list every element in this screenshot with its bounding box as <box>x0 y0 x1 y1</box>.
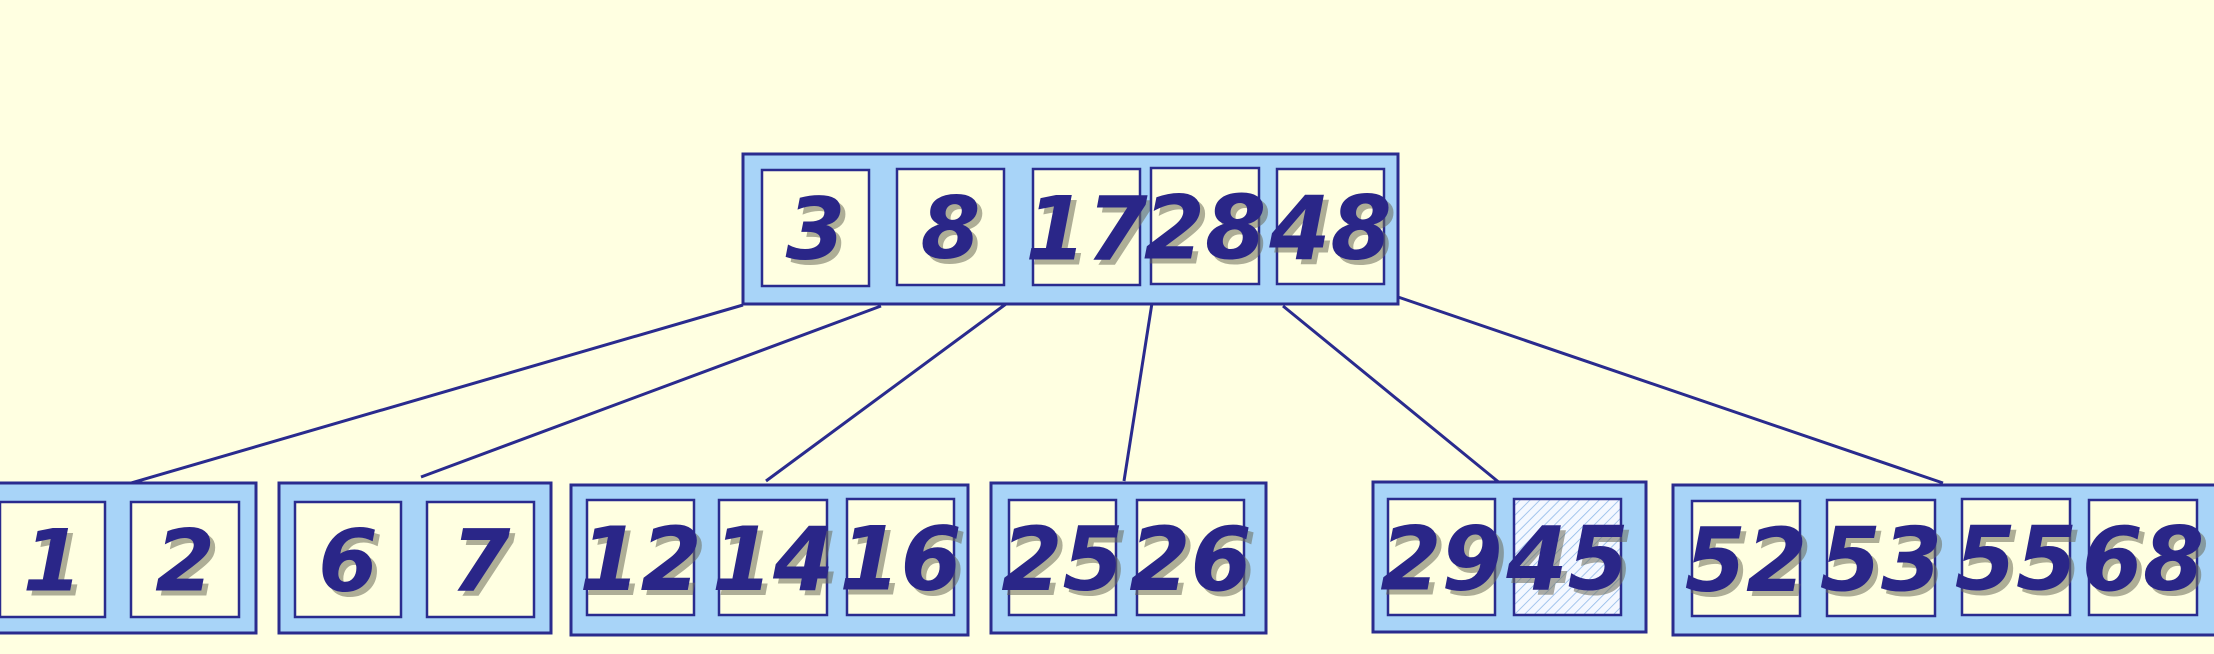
leaf-node-5-key-shadow-2: 45 <box>1510 513 1633 616</box>
leaf-node-6-key-box-4 <box>2087 498 2199 617</box>
leaf-node-5-key-shadow-1: 29 <box>1385 513 1507 616</box>
edge-root-to-leaf-5 <box>1282 304 1502 486</box>
edge-root-to-leaf-3 <box>765 299 1011 483</box>
root-node-key-4: 28 <box>1144 177 1266 280</box>
leaf-node-2-key-1: 6 <box>318 512 378 612</box>
root-node-key-2: 8 <box>921 179 981 279</box>
leaf-node-6-key-box-1 <box>1690 499 1802 618</box>
leaf-node-4-key-1: 25 <box>1001 508 1123 611</box>
leaf-node-6-key-3: 55 <box>1955 508 2077 611</box>
leaf-node-6-key-shadow-3: 55 <box>1960 513 2082 616</box>
leaf-node-6-key-4: 68 <box>2082 508 2204 611</box>
leaf-node-6-key-2: 53 <box>1820 509 1942 612</box>
leaf-node-5-key-1: 29 <box>1380 508 1502 611</box>
root-node-key-box-2 <box>895 167 1006 287</box>
leaf-node-2-key-shadow-1: 6 <box>323 517 383 617</box>
root-node-key-shadow-3: 17 <box>1030 183 1153 286</box>
leaf-node-1-key-shadow-2: 2 <box>160 517 220 617</box>
leaf-node-4-key-2: 26 <box>1129 508 1251 611</box>
leaf-node-2-key-2: 7 <box>451 512 511 612</box>
leaf-node-6-key-1: 52 <box>1685 509 1807 612</box>
root-node-key-box-1 <box>760 168 871 288</box>
leaf-node-4-key-shadow-2: 26 <box>1134 513 1256 616</box>
leaf-node-6-key-shadow-2: 53 <box>1825 514 1947 617</box>
root-node-key-box-4 <box>1149 166 1261 286</box>
root-node-key-shadow-1: 3 <box>791 185 851 285</box>
root-node-key-shadow-2: 8 <box>926 184 986 284</box>
edge-root-to-leaf-6 <box>1397 295 1944 485</box>
leaf-node-6-key-shadow-4: 68 <box>2087 513 2209 616</box>
leaf-node-4-key-box-2 <box>1135 498 1246 617</box>
edge-root-to-leaf-4 <box>1122 302 1154 482</box>
root-node-key-1: 3 <box>786 180 846 280</box>
leaf-node-2-key-box-2 <box>425 500 536 619</box>
leaf-node-3-key-box-3 <box>845 497 956 617</box>
leaf-node-2-key-box-1 <box>293 500 403 619</box>
leaf-node-3-key-2: 14 <box>712 508 834 611</box>
leaf-node-1-key-box-2 <box>129 500 241 619</box>
leaf-node-1-key-1: 1 <box>23 512 83 612</box>
leaf-node-4-key-box-1 <box>1007 498 1118 617</box>
leaf-node-5-key-2: 45 <box>1505 508 1628 611</box>
leaf-node-3-key-shadow-1: 12 <box>584 513 706 616</box>
leaf-node-3-key-shadow-2: 14 <box>717 513 839 616</box>
leaf-node-6-key-box-3 <box>1960 497 2072 617</box>
leaf-node-5-key-box-1 <box>1386 497 1497 617</box>
leaf-node-5-key-box-2 <box>1512 497 1623 617</box>
leaf-node-3-key-shadow-3: 16 <box>844 513 966 616</box>
root-node-key-box-5 <box>1275 167 1386 286</box>
edge-layer <box>123 295 1944 487</box>
leaf-node-1-key-box-1 <box>0 500 107 619</box>
leaf-node-1-key-shadow-1: 1 <box>28 517 88 617</box>
root-node-key-5: 48 <box>1268 177 1391 280</box>
leaf-node-2-key-shadow-2: 7 <box>456 517 516 617</box>
root-node-key-3: 17 <box>1025 178 1148 281</box>
leaf-node-6-key-box-2 <box>1825 498 1937 618</box>
leaf-node-4-key-shadow-1: 25 <box>1006 513 1128 616</box>
root-node-key-shadow-5: 48 <box>1273 182 1396 285</box>
leaf-node-3-key-3: 16 <box>839 508 961 611</box>
leaf-node-3-key-1: 12 <box>579 508 701 611</box>
edge-root-to-leaf-2 <box>420 304 882 479</box>
leaf-node-3-key-box-1 <box>585 498 696 617</box>
root-node-key-shadow-4: 28 <box>1149 182 1271 285</box>
leaf-node-1-key-2: 2 <box>155 512 215 612</box>
leaf-node-3-key-box-2 <box>717 498 829 617</box>
root-node-key-box-3 <box>1031 167 1142 287</box>
edge-root-to-leaf-1 <box>123 303 744 487</box>
leaf-node-6-key-shadow-1: 52 <box>1690 514 1812 617</box>
